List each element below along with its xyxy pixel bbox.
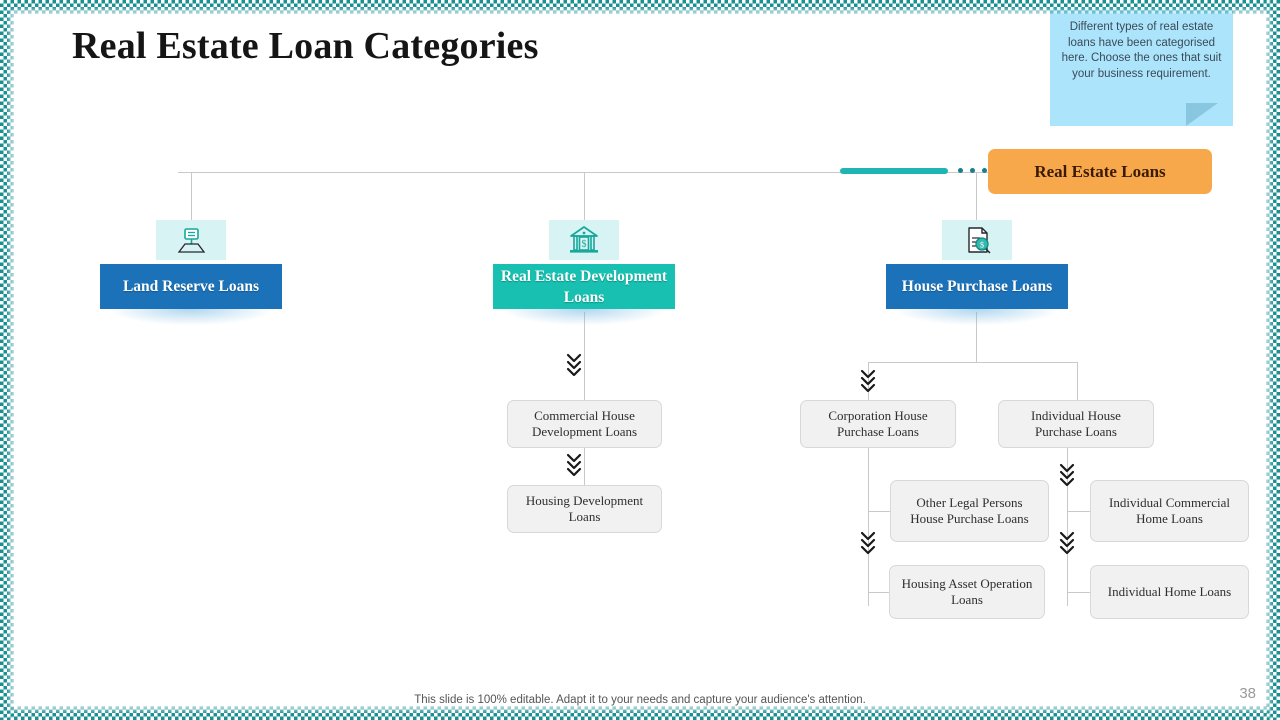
sub-node-other-legal-persons[interactable]: Other Legal Persons House Purchase Loans	[890, 480, 1049, 542]
chevron-down-icon-corp	[860, 368, 876, 394]
bank-dollar-building-icon: $	[549, 220, 619, 260]
connector-drop-land	[191, 172, 192, 220]
connector-development-stem-2	[584, 448, 585, 485]
connector-left-column-spine	[868, 448, 869, 606]
connector-left-stub-1	[868, 511, 892, 512]
root-dot-2	[970, 168, 975, 173]
connector-right-stub-2	[1067, 592, 1091, 593]
callout-fold-corner	[1186, 103, 1218, 126]
connector-house-right-drop	[1077, 362, 1078, 400]
border-right	[1266, 0, 1280, 720]
category-shadow	[110, 309, 272, 325]
sub-node-label: Other Legal Persons House Purchase Loans	[910, 495, 1029, 526]
sub-node-housing-asset-operation[interactable]: Housing Asset Operation Loans	[889, 565, 1045, 619]
document-dollar-magnifier-icon: $	[942, 220, 1012, 260]
footer-note: This slide is 100% editable. Adapt it to…	[414, 694, 866, 706]
chevron-down-icon-right-2	[1059, 530, 1075, 556]
connector-house-split	[868, 362, 1077, 363]
category-shadow	[896, 309, 1058, 325]
category-shadow	[503, 309, 665, 325]
sub-node-individual-home[interactable]: Individual Home Loans	[1090, 565, 1249, 619]
sub-node-label: Housing Asset Operation Loans	[901, 576, 1033, 607]
sub-node-label: Commercial House Development Loans	[531, 408, 638, 439]
chevron-down-icon-dev-1	[566, 352, 582, 378]
page-number: 38	[1239, 685, 1256, 702]
land-plot-signboard-icon	[156, 220, 226, 260]
category-label: Real Estate Development Loans	[500, 267, 668, 306]
category-label-box: House Purchase Loans	[886, 264, 1068, 309]
connector-drop-development	[584, 172, 585, 220]
sub-node-individual-commercial-home[interactable]: Individual Commercial Home Loans	[1090, 480, 1249, 542]
sub-node-commercial-house-development[interactable]: Commercial House Development Loans	[507, 400, 662, 448]
border-bottom	[0, 706, 1280, 720]
svg-text:$: $	[980, 241, 984, 250]
connector-house-stem	[976, 312, 977, 362]
category-label-box: Real Estate Development Loans	[493, 264, 675, 309]
connector-house-left-drop	[868, 362, 869, 400]
sub-node-label: Individual Home Loans	[1107, 584, 1232, 599]
category-label: House Purchase Loans	[901, 278, 1053, 295]
page-title: Real Estate Loan Categories	[72, 25, 539, 67]
chevron-down-icon-dev-2	[566, 452, 582, 478]
connector-right-column-spine	[1067, 448, 1068, 606]
sub-node-housing-development[interactable]: Housing Development Loans	[507, 485, 662, 533]
root-dot-1	[958, 168, 963, 173]
sub-node-label: Housing Development Loans	[525, 493, 644, 524]
svg-text:$: $	[582, 239, 587, 250]
connector-right-stub-1	[1067, 511, 1091, 512]
border-left	[0, 0, 14, 720]
sub-node-label: Individual Commercial Home Loans	[1109, 495, 1230, 526]
sub-node-individual-house-purchase[interactable]: Individual House Purchase Loans	[998, 400, 1154, 448]
chevron-down-icon-right-1	[1059, 462, 1075, 488]
sub-node-label: Corporation House Purchase Loans	[828, 408, 928, 439]
connector-development-stem	[584, 312, 585, 400]
root-dot-3	[982, 168, 987, 173]
category-label: Land Reserve Loans	[122, 278, 260, 295]
connector-drop-house	[976, 172, 977, 220]
sub-node-label: Individual House Purchase Loans	[1031, 408, 1121, 439]
root-node-label: Real Estate Loans	[1034, 161, 1166, 181]
sub-node-corporation-house-purchase[interactable]: Corporation House Purchase Loans	[800, 400, 956, 448]
connector-left-stub-2	[868, 592, 890, 593]
category-label-box: Land Reserve Loans	[100, 264, 282, 309]
chevron-down-icon-left	[860, 530, 876, 556]
root-accent-bar	[840, 168, 948, 174]
root-node-real-estate-loans[interactable]: Real Estate Loans	[988, 149, 1212, 194]
